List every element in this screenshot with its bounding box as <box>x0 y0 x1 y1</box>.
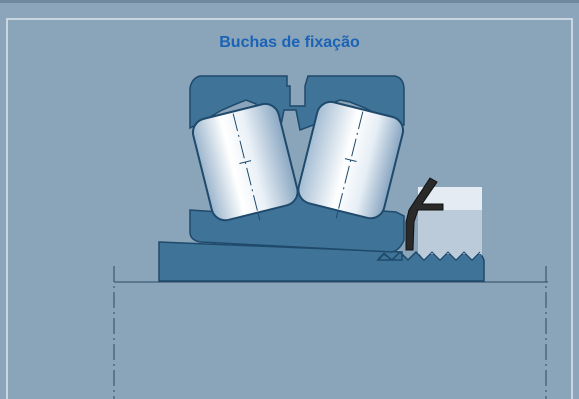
diagram-title: Buchas de fixação <box>219 34 360 51</box>
roller-right <box>297 100 405 220</box>
lock-washer <box>405 177 444 251</box>
shaft-outline <box>113 266 548 399</box>
roller-left <box>191 102 299 222</box>
bearing-outer-ring <box>189 75 405 132</box>
